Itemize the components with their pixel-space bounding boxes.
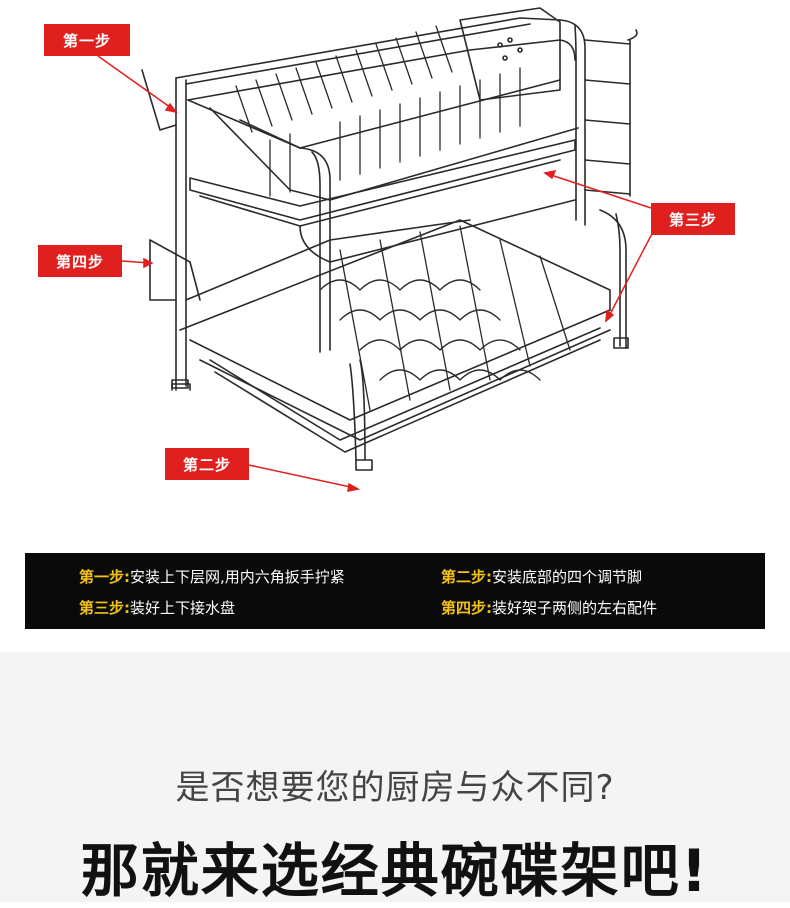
callout-step1: 第一步 [44, 24, 130, 56]
tagline-section: 是否想要您的厨房与众不同? 那就来选经典碗碟架吧! [0, 652, 790, 905]
instruction-label: 第三步: [79, 599, 130, 617]
instruction-text: 装好架子两侧的左右配件 [492, 599, 658, 617]
tagline-question: 是否想要您的厨房与众不同? [175, 768, 615, 808]
arrow-step2 [248, 464, 356, 489]
callout-step4: 第四步 [38, 245, 122, 277]
arrow-step3b [607, 227, 656, 319]
instruction-text: 安装底部的四个调节脚 [492, 568, 643, 586]
instruction-text: 安装上下层网,用内六角扳手拧紧 [130, 568, 345, 586]
tagline-headline: 那就来选经典碗碟架吧! [80, 837, 710, 905]
instruction-step1: 第一步:安装上下层网,用内六角扳手拧紧 [79, 566, 345, 587]
instruction-step3: 第三步:装好上下接水盘 [79, 597, 235, 618]
dish-rack-drawing [97, 7, 656, 492]
callout-step2: 第二步 [165, 448, 249, 480]
instruction-label: 第一步: [79, 568, 130, 586]
assembly-instructions-panel: 第一步:安装上下层网,用内六角扳手拧紧 第二步:安装底部的四个调节脚 第三步:装… [25, 553, 765, 629]
instruction-text: 装好上下接水盘 [130, 599, 236, 617]
instruction-label: 第二步: [441, 568, 492, 586]
arrow-step3 [547, 173, 652, 209]
callout-step3: 第三步 [651, 203, 735, 235]
dish-rack-assembly-illustration: 第一步 第三步 第四步 第二步 [38, 7, 735, 492]
instruction-step4: 第四步:装好架子两侧的左右配件 [441, 597, 657, 618]
instruction-label: 第四步: [441, 599, 492, 617]
instruction-step2: 第二步:安装底部的四个调节脚 [441, 566, 642, 587]
arrow-step1 [97, 55, 175, 111]
